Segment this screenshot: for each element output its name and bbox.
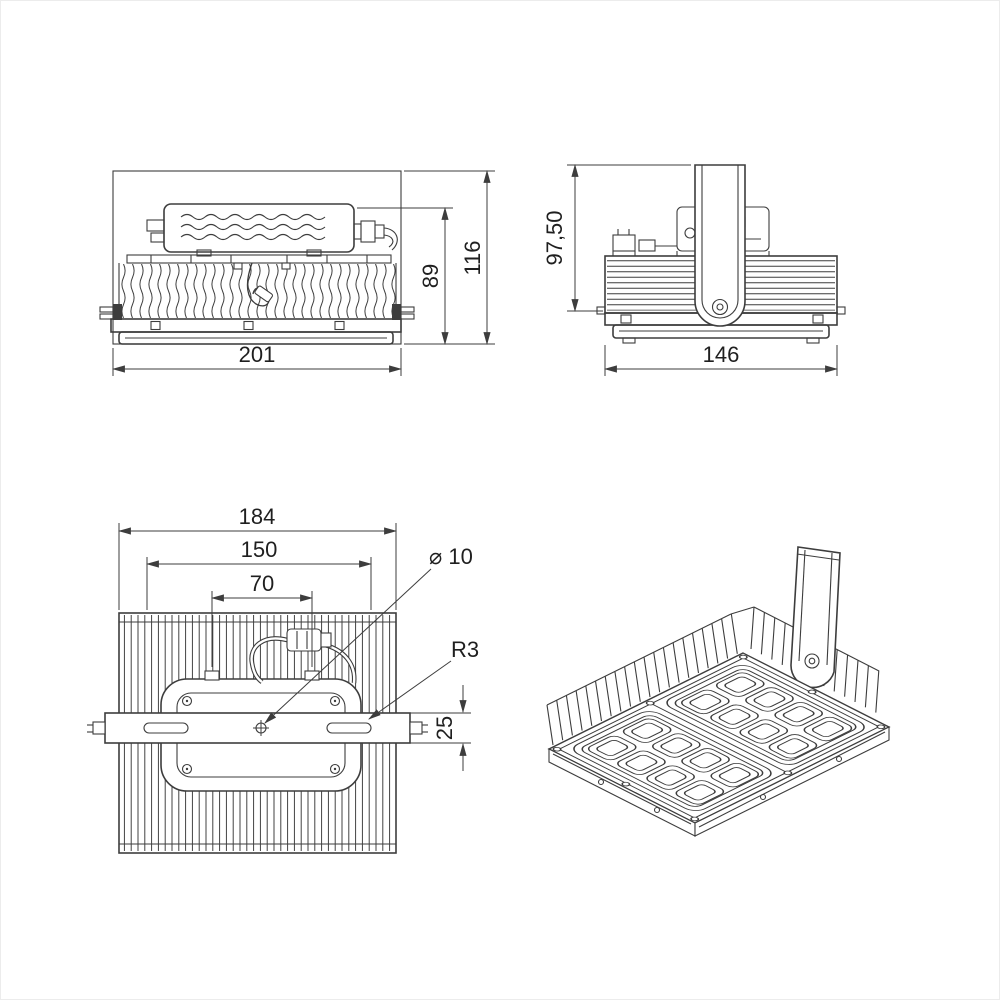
iso-face-screws <box>552 654 886 822</box>
front-hanging-cable <box>233 262 291 307</box>
side-bracket <box>694 164 746 327</box>
front-dim-width: 201 <box>111 342 403 376</box>
plan-tab-left <box>204 670 220 681</box>
front-width-label: 201 <box>239 342 276 367</box>
plan-dim-overall-width: 184 <box>117 504 398 610</box>
plan-slot-right <box>326 722 372 734</box>
plan-dim-mount-spacing: 150 <box>145 537 373 610</box>
plan-tab-spacing-label: 70 <box>250 571 274 596</box>
plan-overall-width-label: 184 <box>239 504 276 529</box>
front-driver-box <box>146 203 355 257</box>
side-width-label: 146 <box>703 342 740 367</box>
plan-end-bolt-left <box>92 721 106 735</box>
front-height-overall-label: 116 <box>460 240 485 275</box>
iso-bracket <box>790 546 841 689</box>
isometric-view <box>546 546 891 837</box>
front-lens-plate <box>118 331 394 345</box>
plan-dim-tab-spacing: 70 <box>210 571 314 667</box>
front-height-inner-label: 89 <box>418 264 443 288</box>
side-dim-width: 146 <box>603 342 839 376</box>
front-outline <box>112 170 402 345</box>
side-pivot-bolt <box>711 298 729 316</box>
plan-mount-bar <box>87 712 428 744</box>
plan-dim-hole-diameter: ⌀ 10 <box>264 544 473 724</box>
plan-slot-radius-label: R3 <box>451 637 479 662</box>
plan-hole-diameter-label: ⌀ 10 <box>429 544 473 569</box>
plan-slot-left <box>143 722 189 734</box>
iso-led-panel-2 <box>666 665 865 765</box>
plan-dim-bracket-width: 25 <box>410 685 471 771</box>
iso-side-faces <box>548 726 890 837</box>
front-connector <box>146 219 165 232</box>
plan-bracket-width-label: 25 <box>432 716 457 740</box>
iso-heatsink-fins-left <box>546 613 738 746</box>
iso-led-panel-1 <box>573 711 772 811</box>
plan-view: 184 150 70 ⌀ 10 R3 25 <box>87 504 479 854</box>
side-view: 97,50 146 <box>542 163 846 376</box>
front-mount-bar <box>126 254 392 264</box>
front-bottom-frame <box>110 318 402 333</box>
plan-end-bolt-right <box>409 721 423 735</box>
plan-mount-spacing-label: 150 <box>241 537 278 562</box>
iso-pivot-bolt <box>804 653 820 669</box>
side-connectors <box>612 229 677 256</box>
side-height-label: 97,50 <box>542 210 567 265</box>
front-cable-connector <box>254 285 274 303</box>
plan-dim-slot-radius: R3 <box>368 637 479 720</box>
front-view: 201 89 116 <box>99 169 495 376</box>
front-dim-height-inner: 89 <box>357 206 495 346</box>
front-cable-gland <box>353 220 398 251</box>
front-dim-height-overall: 116 <box>404 169 495 346</box>
side-dim-height: 97,50 <box>542 163 691 313</box>
front-side-bolts <box>99 304 415 320</box>
